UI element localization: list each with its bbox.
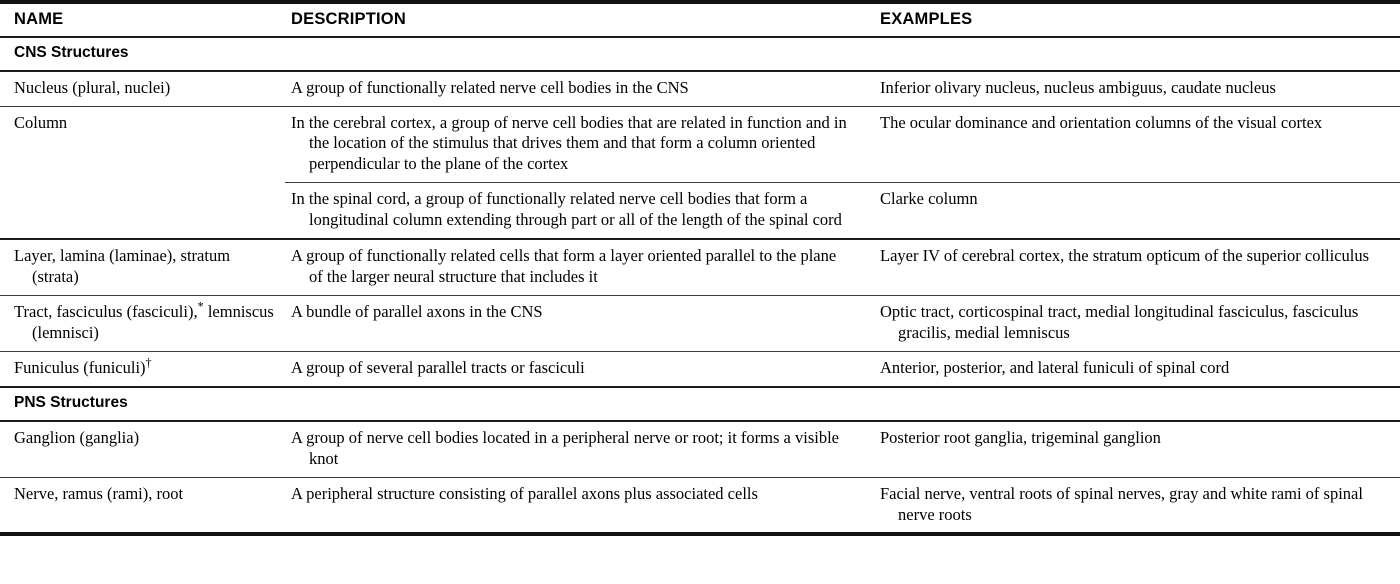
column-header-name: NAME (0, 0, 285, 37)
cell-description: In the spinal cord, a group of functiona… (285, 182, 868, 240)
cell-name: Ganglion (ganglia) (0, 419, 285, 478)
section-header-row: PNS Structures (0, 386, 1400, 421)
term-name-prefix: Tract, fasciculus (fasciculi), (14, 302, 198, 322)
term-description: In the spinal cord, a group of functiona… (291, 189, 842, 230)
term-description: A bundle of parallel axons in the CNS (291, 302, 543, 322)
column-header-examples: EXAMPLES (868, 0, 1400, 37)
term-examples: Optic tract, corticospinal tract, medial… (880, 302, 1359, 343)
table-row: Funiculus (funiculi)† A group of several… (0, 351, 1400, 388)
cell-examples: Layer IV of cerebral cortex, the stratum… (868, 238, 1400, 296)
term-description: A group of functionally related cells th… (291, 246, 837, 287)
table-row: Column In the cerebral cortex, a group o… (0, 105, 1400, 240)
term-name-prefix: Funiculus (funiculi) (14, 358, 146, 378)
cell-description: In the cerebral cortex, a group of nerve… (285, 105, 868, 183)
term-name-suffix: lemniscus (lemnisci) (32, 302, 274, 343)
table-subrow: In the spinal cord, a group of functiona… (0, 182, 1400, 240)
term-examples: Layer IV of cerebral cortex, the stratum… (880, 246, 1370, 266)
table-row: Ganglion (ganglia) A group of nerve cell… (0, 419, 1400, 478)
cell-description: A group of several parallel tracts or fa… (285, 351, 868, 388)
cell-examples: Inferior olivary nucleus, nucleus ambigu… (868, 69, 1400, 107)
table-row: Nucleus (plural, nuclei) A group of func… (0, 69, 1400, 107)
term-name: Nerve, ramus (rami), root (14, 483, 184, 503)
table-row: Layer, lamina (laminae), stratum (strata… (0, 238, 1400, 296)
term-name: Column (14, 112, 68, 132)
cell-name: Nucleus (plural, nuclei) (0, 69, 285, 107)
table-row: Tract, fasciculus (fasciculi),* lemniscu… (0, 295, 1400, 352)
term-description: A peripheral structure consisting of par… (291, 483, 758, 503)
cell-name: Tract, fasciculus (fasciculi),* lemniscu… (0, 295, 285, 352)
term-description: A group of several parallel tracts or fa… (291, 358, 585, 378)
header-row: NAME DESCRIPTION EXAMPLES (0, 0, 1400, 37)
cell-description: A group of nerve cell bodies located in … (285, 419, 868, 478)
term-name: Layer, lamina (laminae), stratum (strata… (14, 246, 231, 287)
cell-name: Column (0, 105, 285, 240)
term-examples: Inferior olivary nucleus, nucleus ambigu… (880, 77, 1276, 97)
term-examples: Facial nerve, ventral roots of spinal ne… (880, 483, 1363, 524)
footnote-marker-dagger: † (145, 355, 152, 370)
section-header-row: CNS Structures (0, 35, 1400, 71)
cell-examples: Clarke column (868, 182, 1400, 240)
table-body: CNS Structures Nucleus (plural, nuclei) … (0, 35, 1400, 537)
footnote-marker-asterisk: * (197, 299, 204, 314)
term-name: Nucleus (plural, nuclei) (14, 77, 171, 97)
cell-examples: Facial nerve, ventral roots of spinal ne… (868, 476, 1400, 537)
cell-examples: Optic tract, corticospinal tract, medial… (868, 295, 1400, 352)
cell-examples: Posterior root ganglia, trigeminal gangl… (868, 419, 1400, 478)
term-examples: Anterior, posterior, and lateral funicul… (880, 358, 1230, 378)
term-examples: Posterior root ganglia, trigeminal gangl… (880, 427, 1161, 447)
term-description: A group of functionally related nerve ce… (291, 77, 689, 97)
cell-examples: Anterior, posterior, and lateral funicul… (868, 351, 1400, 388)
neuroanatomy-terms-table: NAME DESCRIPTION EXAMPLES CNS Structures… (0, 0, 1400, 537)
cell-description: A peripheral structure consisting of par… (285, 476, 868, 537)
cell-name: Layer, lamina (laminae), stratum (strata… (0, 238, 285, 296)
term-name: Tract, fasciculus (fasciculi),* lemniscu… (14, 299, 277, 344)
table-header: NAME DESCRIPTION EXAMPLES (0, 0, 1400, 37)
section-heading-cns: CNS Structures (0, 35, 1400, 71)
cell-description: A group of functionally related nerve ce… (285, 69, 868, 107)
term-description: In the cerebral cortex, a group of nerve… (291, 112, 847, 174)
term-description: A group of nerve cell bodies located in … (291, 427, 839, 468)
cell-name: Funiculus (funiculi)† (0, 351, 285, 388)
term-name: Ganglion (ganglia) (14, 427, 140, 447)
column-header-description: DESCRIPTION (285, 0, 868, 37)
term-name: Funiculus (funiculi)† (14, 355, 277, 379)
cell-examples: The ocular dominance and orientation col… (868, 105, 1400, 183)
cell-description: A group of functionally related cells th… (285, 238, 868, 296)
term-examples: The ocular dominance and orientation col… (880, 112, 1323, 132)
section-heading-pns: PNS Structures (0, 386, 1400, 421)
cell-name: Nerve, ramus (rami), root (0, 476, 285, 537)
term-examples: Clarke column (880, 189, 978, 209)
table-row: Nerve, ramus (rami), root A peripheral s… (0, 476, 1400, 537)
cell-description: A bundle of parallel axons in the CNS (285, 295, 868, 352)
table-container: NAME DESCRIPTION EXAMPLES CNS Structures… (0, 0, 1400, 537)
